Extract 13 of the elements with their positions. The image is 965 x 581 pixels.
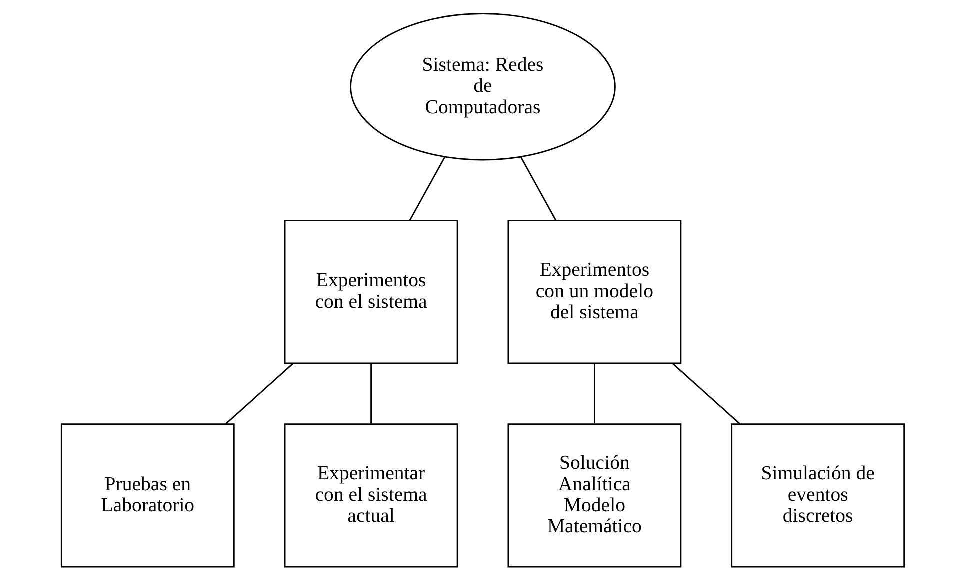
node-box: Experimentos con el sistema: [284, 220, 458, 364]
node-ellipse: Sistema: Redes de Computadoras: [350, 13, 616, 161]
connector: [370, 364, 372, 424]
connector: [672, 363, 740, 425]
connector: [594, 364, 595, 424]
connector: [408, 157, 445, 221]
node-box: Experimentos con un modelo del sistema: [507, 220, 682, 364]
node-box: Simulación de eventos discretos: [730, 424, 905, 568]
node-box: Solución Analítica Modelo Matemático: [507, 424, 682, 568]
node-box: Pruebas en Laboratorio: [60, 424, 234, 568]
node-box: Experimentar con el sistema actual: [284, 424, 458, 568]
connector: [225, 363, 294, 425]
connector: [520, 157, 556, 221]
